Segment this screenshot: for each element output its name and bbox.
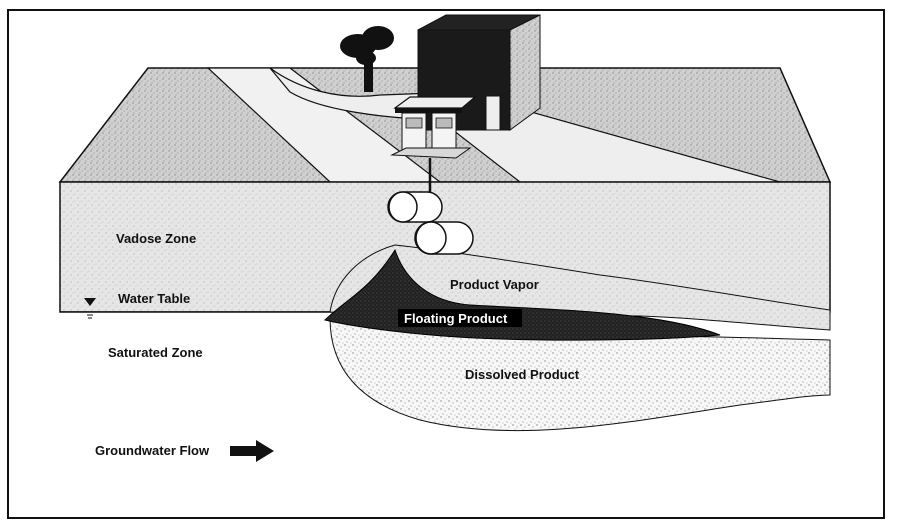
dissolved-product-label: Dissolved Product xyxy=(465,367,580,382)
driveway xyxy=(269,67,781,183)
groundwater-flow-arrow xyxy=(230,440,274,462)
saturated-zone-label: Saturated Zone xyxy=(108,345,203,360)
product-vapor-label: Product Vapor xyxy=(450,277,539,292)
groundwater-flow-label: Groundwater Flow xyxy=(95,443,210,458)
floating-product-label: Floating Product xyxy=(404,311,508,326)
storage-tank-1 xyxy=(387,191,443,223)
vadose-zone-label: Vadose Zone xyxy=(116,231,196,246)
water-table-symbol xyxy=(84,298,96,319)
tree xyxy=(340,26,394,92)
storage-tank-2 xyxy=(414,221,474,255)
gas-pump-station xyxy=(390,96,477,192)
water-table-label: Water Table xyxy=(118,291,190,306)
floating-product-label-bg xyxy=(398,309,522,327)
